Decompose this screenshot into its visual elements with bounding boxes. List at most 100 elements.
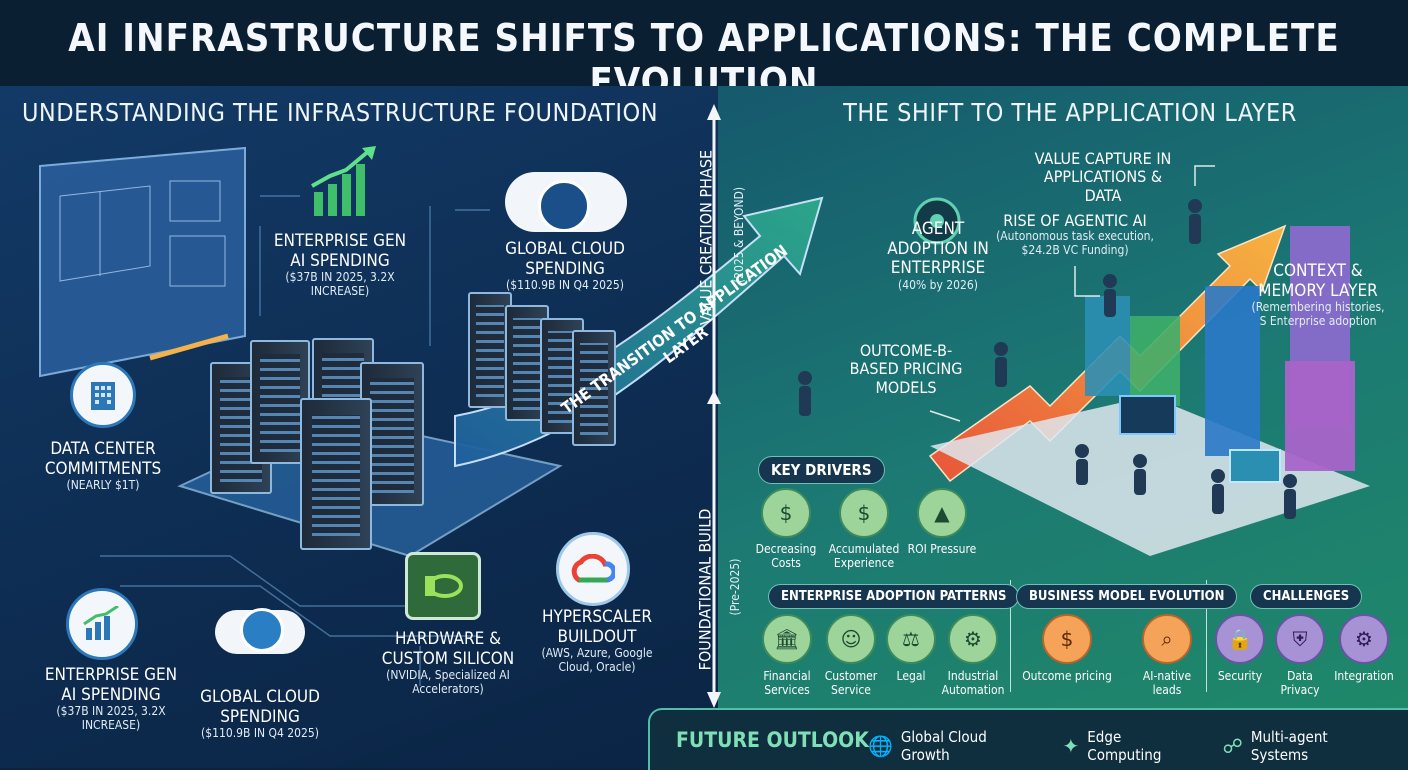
- shield-icon: ⛨: [1275, 614, 1325, 664]
- data-center-title: DATA CENTER COMMITMENTS: [44, 439, 162, 479]
- monitor-icon: [1119, 395, 1176, 435]
- challenge-item: ⚙ Integration: [1334, 614, 1394, 698]
- enterprise-spending-top-detail: ($37B IN 2025, 3.2X INCREASE): [285, 270, 395, 298]
- business-list: $ Outcome pricing ⌕ AI-native leads: [1022, 614, 1202, 698]
- foundation-phase-label: FOUNDATIONAL BUILD: [695, 508, 715, 671]
- pencil-icon: [149, 333, 229, 361]
- page-title: AI INFRASTRUCTURE SHIFTS TO APPLICATIONS…: [68, 16, 1340, 104]
- future-outlook-label: FUTURE OUTLOOK: [676, 728, 869, 752]
- future-outlook-bar: [648, 708, 1408, 770]
- driver-label: Accumulated Experience: [828, 542, 900, 571]
- adoption-list: 🏛 Financial Services ☺ Customer Service …: [756, 614, 1006, 698]
- blueprint-icon: [39, 146, 246, 378]
- application-heading: THE SHIFT TO THE APPLICATION LAYER: [843, 98, 1297, 127]
- adoption-label: ENTERPRISE ADOPTION PATTERNS: [768, 584, 1020, 609]
- server-rack: [572, 330, 616, 446]
- agentic-title: RISE OF AGENTIC AI: [1003, 211, 1147, 230]
- bar-block: [1205, 286, 1260, 456]
- cloud-spending-top-detail: ($110.9B IN Q4 2025): [506, 278, 624, 293]
- challenge-item-label: Security: [1217, 669, 1263, 683]
- agentic-ai: RISE OF AGENTIC AI (Autonomous task exec…: [995, 211, 1155, 258]
- enterprise-spending-top-title: ENTERPRISE GEN AI SPENDING: [273, 231, 407, 271]
- edge-chip-icon: ✦: [1062, 734, 1080, 758]
- business-item-label: Outcome pricing: [1022, 669, 1112, 683]
- google-cloud-icon: [556, 532, 630, 606]
- bank-icon: 🏛: [762, 614, 812, 664]
- outlook-item-label: Global Cloud Growth: [900, 728, 987, 764]
- hardware-silicon: HARDWARE & CUSTOM SILICON (NVIDIA, Speci…: [378, 629, 518, 697]
- agent-adoption: AGENT ADOPTION IN ENTERPRISE (40% by 202…: [884, 219, 992, 292]
- monitor-icon: [1229, 449, 1281, 483]
- adoption-item: ☺ Customer Service: [820, 614, 882, 698]
- challenges-label: CHALLENGES: [1250, 584, 1363, 609]
- hyperscaler-title: HYPERSCALER BUILDOUT: [541, 607, 652, 647]
- agent-adoption-detail: (40% by 2026): [898, 277, 978, 292]
- foundation-years-label: (Pre-2025): [728, 558, 742, 616]
- adoption-item-label: Industrial Automation: [941, 669, 1005, 698]
- trend-icon: ▲: [917, 488, 967, 538]
- challenge-item-label: Integration: [1334, 669, 1394, 683]
- network-icon: ☍: [1222, 734, 1243, 758]
- infrastructure-heading: UNDERSTANDING THE INFRASTRUCTURE FOUNDAT…: [21, 98, 659, 127]
- globe-icon: [538, 180, 590, 232]
- enterprise-spending-bottom-title: ENTERPRISE GEN AI SPENDING: [44, 665, 178, 705]
- adoption-item-label: Legal: [896, 669, 926, 683]
- adoption-item: 🏛 Financial Services: [756, 614, 818, 698]
- bar-chart-icon: [66, 588, 138, 660]
- data-center-detail: (NEARLY $1T): [66, 478, 140, 493]
- hardware-title: HARDWARE & CUSTOM SILICON: [381, 629, 515, 669]
- driver-item: $ Decreasing Costs: [750, 488, 822, 571]
- context-memory: CONTEXT & MEMORY LAYER (Remembering hist…: [1248, 261, 1388, 329]
- business-item: ⌕ AI-native leads: [1132, 614, 1202, 698]
- driver-item: ▲ ROI Pressure: [906, 488, 978, 571]
- office-floor: [930, 396, 1370, 556]
- cloud-spending-bottom: GLOBAL CLOUD SPENDING ($110.9B IN Q4 202…: [190, 687, 330, 741]
- business-label: BUSINESS MODEL EVOLUTION: [1016, 584, 1238, 609]
- outcome-pricing-label: OUTCOME-B- BASED PRICING MODELS: [849, 341, 963, 397]
- driver-item: $ Accumulated Experience: [828, 488, 900, 571]
- outlook-list: 🌐 Global Cloud Growth ✦ Edge Computing ☍…: [868, 728, 1388, 764]
- scales-icon: ⚖: [886, 614, 936, 664]
- bar-block: [1130, 316, 1180, 406]
- enterprise-spending-bottom-detail: ($37B IN 2025, 3.2X INCREASE): [56, 704, 166, 732]
- headset-icon: ☺: [826, 614, 876, 664]
- adoption-item: ⚙ Industrial Automation: [940, 614, 1006, 698]
- challenge-item: ⛨ Data Privacy: [1268, 614, 1332, 698]
- data-center-commitments: DATA CENTER COMMITMENTS (NEARLY $1T): [28, 439, 178, 493]
- bar-block: [1285, 361, 1355, 471]
- growth-chart-icon: [311, 146, 376, 216]
- cloud-spending-top-title: GLOBAL CLOUD SPENDING: [505, 239, 625, 279]
- adoption-item: ⚖ Legal: [884, 614, 938, 698]
- divider: [1010, 580, 1011, 692]
- adoption-item-label: Customer Service: [824, 669, 878, 698]
- outlook-item-label: Edge Computing: [1087, 728, 1162, 764]
- challenges-list: 🔒 Security ⛨ Data Privacy ⚙ Integration: [1214, 614, 1394, 698]
- value-capture-label: VALUE CAPTURE IN APPLICATIONS & DATA: [1034, 149, 1172, 205]
- outlook-item: ✦ Edge Computing: [1063, 728, 1199, 764]
- factory-icon: ⚙: [948, 614, 998, 664]
- hyperscaler-detail: (AWS, Azure, Google Cloud, Oracle): [541, 646, 653, 674]
- cloud-spending-bottom-title: GLOBAL CLOUD SPENDING: [200, 687, 320, 727]
- context-title: CONTEXT & MEMORY LAYER: [1258, 261, 1378, 301]
- outlook-item: 🌐 Global Cloud Growth: [868, 728, 1039, 764]
- server-rack: [468, 292, 512, 408]
- building-icon: [70, 362, 136, 428]
- challenge-item-label: Data Privacy: [1280, 669, 1320, 698]
- dollar-icon: $: [1042, 614, 1092, 664]
- adoption-item-label: Financial Services: [763, 669, 811, 698]
- agentic-detail: (Autonomous task execution, $24.2B VC Fu…: [996, 229, 1154, 258]
- cloud-spending-bottom-detail: ($110.9B IN Q4 2025): [201, 726, 319, 741]
- key-drivers-list: $ Decreasing Costs $ Accumulated Experie…: [750, 488, 980, 571]
- challenge-item: 🔒 Security: [1214, 614, 1266, 698]
- outlook-item-label: Multi-agent Systems: [1250, 728, 1328, 764]
- divider: [1206, 580, 1207, 692]
- outlook-item: ☍ Multi-agent Systems: [1223, 728, 1388, 764]
- integration-icon: ⚙: [1339, 614, 1389, 664]
- coins-icon: $: [761, 488, 811, 538]
- globe-icon: [240, 608, 284, 652]
- business-item-label: AI-native leads: [1142, 669, 1192, 698]
- magnifier-icon: ⌕: [1142, 614, 1192, 664]
- hyperscaler-buildout: HYPERSCALER BUILDOUT (AWS, Azure, Google…: [534, 607, 660, 675]
- hand-coin-icon: $: [839, 488, 889, 538]
- business-item: $ Outcome pricing: [1022, 614, 1112, 698]
